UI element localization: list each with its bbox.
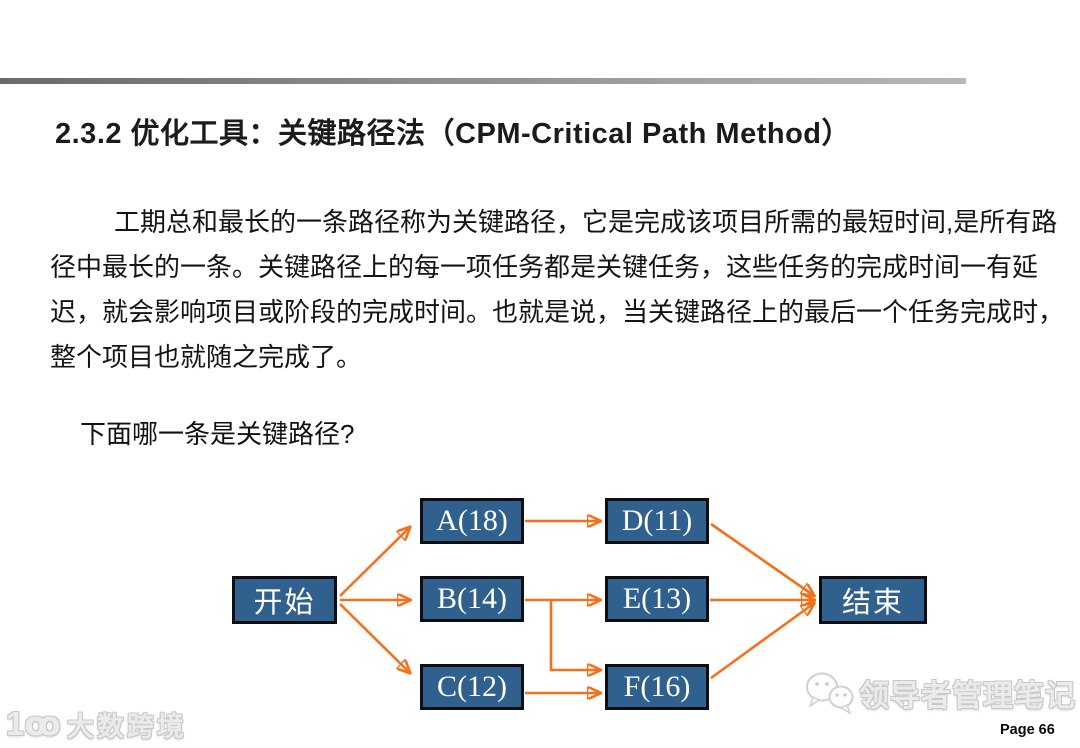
node-d: D(11) bbox=[605, 498, 709, 544]
node-label: B(14) bbox=[437, 582, 507, 615]
node-b: B(14) bbox=[420, 576, 524, 622]
paragraph-line: 径中最长的一条。关键路径上的每一项任务都是关键任务，这些任务的完成时间一有延 bbox=[50, 252, 1039, 282]
node-label: A(18) bbox=[436, 504, 508, 537]
node-f: F(16) bbox=[605, 664, 709, 710]
node-label: E(13) bbox=[622, 582, 692, 615]
paragraph-line: 整个项目也就随之完成了。 bbox=[50, 342, 363, 372]
page-title: 2.3.2 优化工具：关键路径法（CPM-Critical Path Metho… bbox=[55, 118, 852, 150]
node-label: C(12) bbox=[437, 670, 507, 703]
page-number: Page 66 bbox=[1000, 722, 1055, 738]
node-label: 开始 bbox=[253, 587, 316, 619]
edge-D-end bbox=[710, 522, 813, 595]
question-text: 下面哪一条是关键路径? bbox=[80, 419, 355, 449]
node-label: F(16) bbox=[623, 670, 691, 703]
node-label: 结束 bbox=[841, 587, 904, 619]
watermark-wechat: 领导者管理笔记 bbox=[803, 668, 1076, 718]
watermark-dashu-text: 大数跨境 bbox=[66, 711, 187, 742]
paragraph-line: 工期总和最长的一条路径称为关键路径，它是完成该项目所需的最短时间,是所有路 bbox=[114, 207, 1058, 237]
node-a: A(18) bbox=[420, 498, 524, 544]
node-label: D(11) bbox=[621, 504, 693, 537]
edge-F-end bbox=[710, 604, 813, 680]
edge-B-F bbox=[549, 601, 599, 670]
edge-start-A bbox=[339, 528, 409, 597]
header-divider-line bbox=[0, 78, 966, 84]
dashu-logo-icon: 1ꝏ bbox=[6, 705, 61, 742]
watermark-wechat-text: 领导者管理笔记 bbox=[859, 680, 1076, 713]
edge-start-C bbox=[339, 603, 409, 672]
node-start: 开始 bbox=[232, 576, 337, 624]
paragraph-line: 迟，就会影响项目或阶段的完成时间。也就是说，当关键路径上的最后一个任务完成时， bbox=[50, 297, 1065, 327]
body-paragraph: 工期总和最长的一条路径称为关键路径，它是完成该项目所需的最短时间,是所有路 径中… bbox=[50, 200, 1065, 380]
node-e: E(13) bbox=[605, 576, 709, 622]
wechat-icon bbox=[806, 672, 854, 715]
node-end: 结束 bbox=[819, 576, 927, 624]
node-c: C(12) bbox=[420, 664, 524, 710]
watermark-dashu: 1ꝏ 大数跨境 bbox=[6, 704, 187, 744]
